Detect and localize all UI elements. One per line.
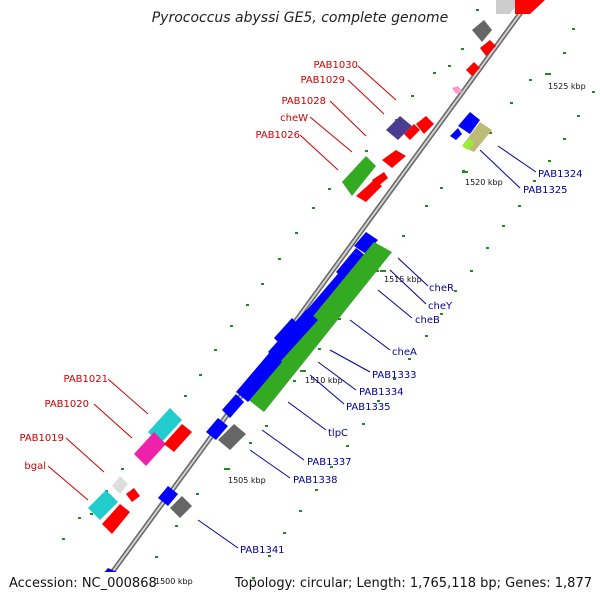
gene-feature[interactable]: [218, 424, 246, 450]
forward-gene-labels: PAB1030 PAB1029 PAB1028 cheW PAB1026 PAB…: [19, 60, 358, 472]
gene-feature[interactable]: [416, 116, 434, 134]
tick-mark-layer: [140, 73, 551, 574]
gene-feature[interactable]: [386, 116, 412, 140]
tick-label: 1525 kbp: [548, 82, 586, 91]
gene-label[interactable]: PAB1029: [300, 75, 345, 86]
map-title: Pyrococcus abyssi GE5, complete genome: [152, 10, 449, 26]
gene-feature[interactable]: [515, 0, 545, 14]
gene-feature[interactable]: [102, 504, 130, 534]
gene-label[interactable]: PAB1028: [281, 96, 326, 107]
gene-feature[interactable]: [268, 310, 318, 362]
gene-feature[interactable]: [404, 124, 420, 140]
gene-feature[interactable]: [112, 476, 128, 494]
gene-feature[interactable]: [382, 150, 406, 168]
gene-label[interactable]: PAB1341: [240, 545, 285, 556]
gene-feature[interactable]: [170, 496, 192, 518]
genome-backbone: [89, 0, 533, 600]
gene-label[interactable]: PAB1019: [19, 433, 64, 444]
tick-label-layer: 1500 kbp 1505 kbp 1510 kbp 1515 kbp 1520…: [155, 82, 586, 586]
gene-feature[interactable]: [246, 242, 392, 412]
gene-label[interactable]: tlpC: [328, 428, 348, 439]
tick-label: 1515 kbp: [384, 275, 422, 284]
gene-label[interactable]: cheY: [428, 301, 453, 312]
gene-label[interactable]: PAB1020: [44, 399, 89, 410]
gene-label[interactable]: PAB1338: [293, 475, 338, 486]
gene-label[interactable]: PAB1325: [523, 185, 568, 196]
gene-label[interactable]: PAB1334: [359, 387, 404, 398]
gene-feature[interactable]: [466, 62, 480, 76]
gene-label[interactable]: PAB1333: [372, 370, 417, 381]
gene-label[interactable]: cheW: [280, 113, 308, 124]
gene-feature[interactable]: [236, 352, 282, 402]
gene-feature[interactable]: [496, 0, 520, 14]
gene-label[interactable]: PAB1335: [346, 402, 391, 413]
gene-feature[interactable]: [342, 156, 376, 196]
label-leader-lines: [47, 65, 537, 549]
gene-feature[interactable]: [372, 172, 388, 188]
reverse-gene-labels: PAB1324 PAB1325 cheR cheY cheB cheA PAB1…: [240, 169, 583, 556]
gene-feature[interactable]: [462, 138, 474, 150]
gene-feature[interactable]: [480, 40, 496, 56]
gene-label[interactable]: PAB1021: [63, 374, 108, 385]
gene-feature[interactable]: [206, 418, 228, 440]
gene-label[interactable]: cheR: [429, 283, 454, 294]
footer-left-backdrop: [0, 572, 150, 600]
gene-feature[interactable]: [158, 486, 178, 506]
gene-label[interactable]: PAB1337: [307, 457, 352, 468]
gene-label[interactable]: PAB1324: [538, 169, 583, 180]
gene-feature[interactable]: [164, 424, 192, 452]
gene-feature[interactable]: [134, 432, 166, 466]
gene-label[interactable]: cheB: [415, 315, 440, 326]
tick-label: 1500 kbp: [155, 577, 193, 586]
gene-label[interactable]: cheA: [392, 347, 417, 358]
tick-label: 1520 kbp: [465, 178, 503, 187]
tick-label: 1510 kbp: [305, 376, 343, 385]
gene-feature[interactable]: [354, 232, 378, 254]
gene-label[interactable]: PAB1030: [313, 60, 358, 71]
gene-feature[interactable]: [450, 128, 462, 140]
gene-feature[interactable]: [126, 488, 140, 502]
gene-label[interactable]: PAB1026: [255, 130, 300, 141]
reverse-strand-genes: [80, 112, 492, 600]
gene-feature[interactable]: [458, 112, 480, 134]
gene-feature[interactable]: [472, 20, 492, 42]
accession-text: Accession: NC_000868: [9, 576, 157, 591]
gene-feature[interactable]: [88, 490, 118, 520]
gene-feature[interactable]: [452, 86, 462, 94]
forward-strand-genes: [88, 0, 545, 534]
footer-right-backdrop: [255, 572, 600, 600]
gene-label[interactable]: bgal: [24, 461, 46, 472]
gene-feature[interactable]: [274, 318, 300, 346]
tick-label: 1505 kbp: [228, 476, 266, 485]
genome-summary-text: Topology: circular; Length: 1,765,118 bp…: [234, 576, 592, 591]
gene-feature[interactable]: [222, 394, 244, 418]
